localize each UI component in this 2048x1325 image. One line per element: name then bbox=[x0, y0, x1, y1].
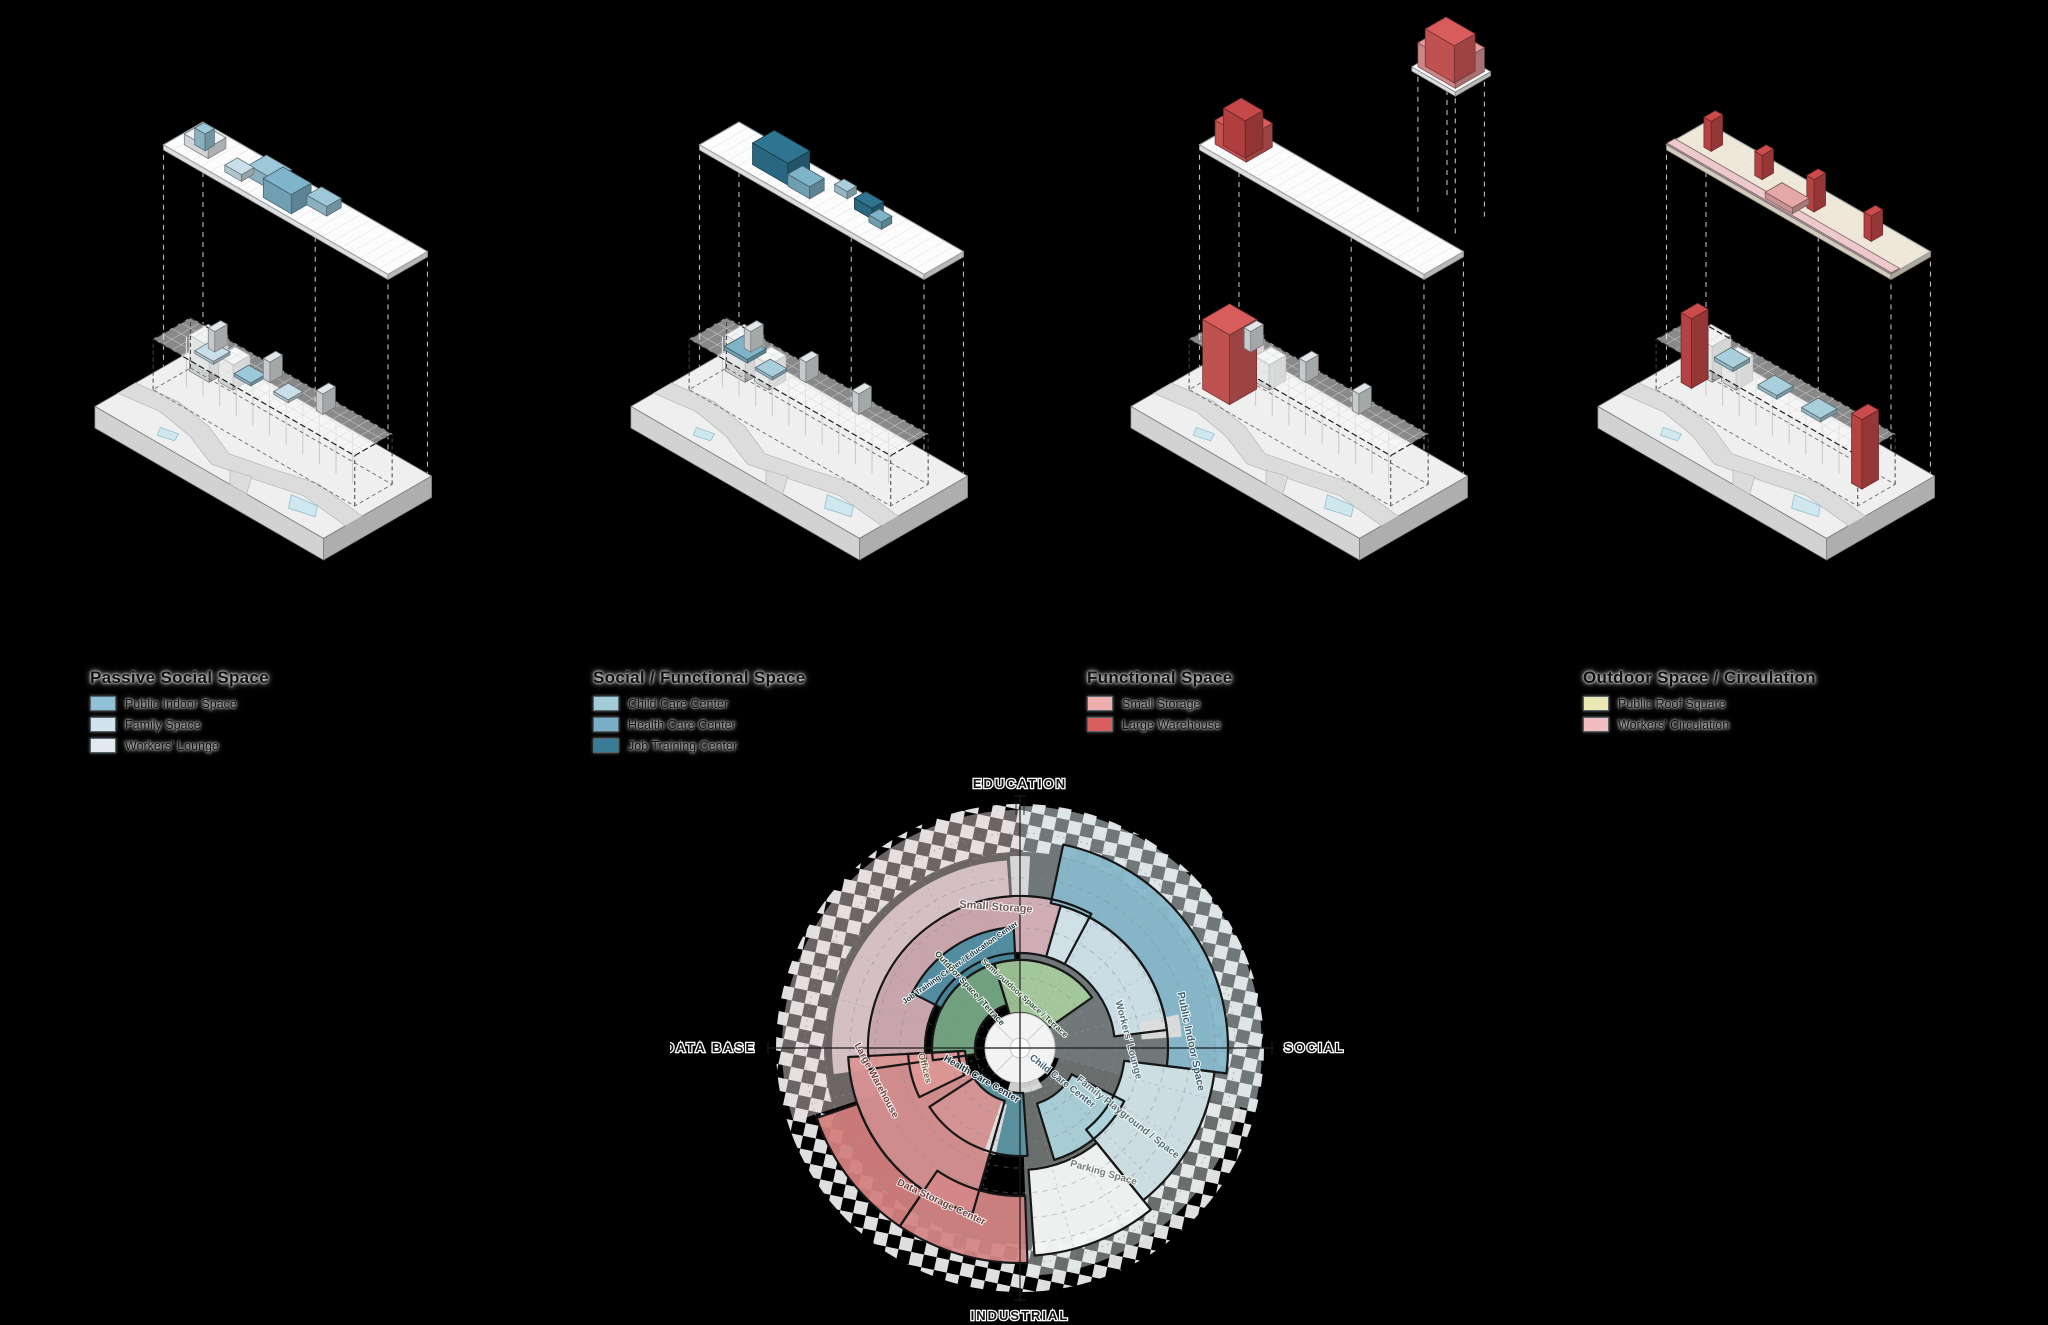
legend-item: Large Warehouse bbox=[1087, 717, 1507, 732]
legend-item: Workers' Lounge bbox=[90, 738, 510, 753]
legend-swatch bbox=[90, 696, 116, 711]
legend-item-label: Workers' Circulation bbox=[1618, 717, 1730, 732]
legend-item: Health Care Center bbox=[593, 717, 1013, 732]
axon-social-functional-space bbox=[630, 121, 969, 561]
legend-item-label: Workers' Lounge bbox=[125, 738, 219, 753]
program-accents bbox=[1201, 303, 1258, 406]
legend-title: Functional Space bbox=[1087, 668, 1233, 687]
rose-outlines bbox=[815, 843, 1230, 1265]
legend-swatch bbox=[593, 696, 619, 711]
legend-item-label: Family Space bbox=[125, 717, 201, 732]
legend-item: Job Training Center bbox=[593, 738, 1013, 753]
sector-warehouse-outer bbox=[816, 1103, 924, 1227]
legend-item: Public Indoor Space bbox=[90, 696, 510, 711]
sector-job-training-center bbox=[912, 927, 1016, 1009]
legend-title: Social / Functional Space bbox=[593, 668, 806, 687]
legend-items: Public Roof Square Workers' Circulation bbox=[1583, 696, 2003, 732]
legend-item: Small Storage bbox=[1087, 696, 1507, 711]
axis-label-left: DATA BASE bbox=[670, 1040, 756, 1055]
legend-item-label: Child Care Center bbox=[628, 696, 729, 711]
roof-towers bbox=[1243, 320, 1373, 416]
exploded-plate bbox=[1665, 110, 1932, 281]
axis-label-bottom: INDUSTRIAL bbox=[971, 1308, 1070, 1323]
panel-passive-social-space bbox=[75, 6, 545, 626]
elevated-block bbox=[1410, 16, 1492, 239]
legend-swatch bbox=[1087, 696, 1113, 711]
legend-item-label: Job Training Center bbox=[628, 738, 738, 753]
legend-items: Small Storage Large Warehouse bbox=[1087, 696, 1507, 732]
legend-swatch bbox=[1583, 696, 1609, 711]
program-accents bbox=[193, 340, 304, 404]
legend-swatch bbox=[1583, 717, 1609, 732]
legend-item-label: Small Storage bbox=[1122, 696, 1201, 711]
legend-items: Child Care Center Health Care Center Job… bbox=[593, 696, 1013, 753]
legend-title: Passive Social Space bbox=[90, 668, 269, 687]
sector-large-warehouse bbox=[848, 1050, 1005, 1214]
legend-passive-social-space: Passive Social Space Public Indoor Space… bbox=[90, 668, 510, 759]
panel-functional-space bbox=[1111, 6, 1581, 626]
panel-outdoor-circulation bbox=[1578, 6, 2048, 626]
legend-item: Family Space bbox=[90, 717, 510, 732]
legend-item-label: Public Roof Square bbox=[1618, 696, 1726, 711]
axon-functional-space bbox=[1130, 16, 1492, 561]
legend-title: Outdoor Space / Circulation bbox=[1583, 668, 1816, 687]
sector-parking-space bbox=[1028, 1142, 1151, 1256]
sector-small-storage-outer bbox=[832, 860, 1010, 1075]
exploded-plate bbox=[1198, 97, 1465, 281]
rose-axes bbox=[767, 795, 1274, 1302]
legend-functional-space: Functional Space Small Storage Large War… bbox=[1087, 668, 1507, 738]
legend-swatch bbox=[90, 738, 116, 753]
axis-label-right: SOCIAL bbox=[1284, 1040, 1345, 1055]
sector-data-storage-center bbox=[899, 1170, 1028, 1263]
legend-item: Child Care Center bbox=[593, 696, 1013, 711]
axis-label-top: EDUCATION bbox=[973, 776, 1067, 791]
panel-social-functional-space bbox=[611, 6, 1081, 626]
legend-swatch bbox=[593, 738, 619, 753]
legend-swatch bbox=[1087, 717, 1113, 732]
program-accents bbox=[1680, 302, 1880, 490]
exploded-plate bbox=[162, 121, 429, 281]
sector-child-care-center bbox=[1036, 1074, 1125, 1160]
legend-item: Public Roof Square bbox=[1583, 696, 2003, 711]
legend-social-functional-space: Social / Functional Space Child Care Cen… bbox=[593, 668, 1013, 759]
legend-item-label: Large Warehouse bbox=[1122, 717, 1221, 732]
sector-notch-east bbox=[1139, 1014, 1182, 1040]
sector-workers-lounge bbox=[1046, 905, 1167, 1037]
sector-family-playground-space bbox=[1086, 1060, 1215, 1201]
axon-passive-social-space bbox=[94, 121, 433, 561]
legend-outdoor-circulation: Outdoor Space / Circulation Public Roof … bbox=[1583, 668, 2003, 738]
exploded-plate bbox=[698, 121, 965, 281]
legend-item-label: Public Indoor Space bbox=[125, 696, 237, 711]
sector-outdoor-space-terrace bbox=[932, 963, 1007, 1061]
legend-items: Public Indoor Space Family Space Workers… bbox=[90, 696, 510, 753]
legend-item: Workers' Circulation bbox=[1583, 717, 2003, 732]
sector-semi-outdoor-space-terrace bbox=[994, 960, 1093, 1028]
roof-towers bbox=[207, 320, 337, 416]
legend-item-label: Health Care Center bbox=[628, 717, 736, 732]
legend-swatch bbox=[90, 717, 116, 732]
legend-swatch bbox=[593, 717, 619, 732]
axon-outdoor-circulation bbox=[1597, 110, 1936, 561]
sector-small-storage bbox=[868, 896, 1092, 1070]
roof-towers bbox=[743, 320, 873, 416]
